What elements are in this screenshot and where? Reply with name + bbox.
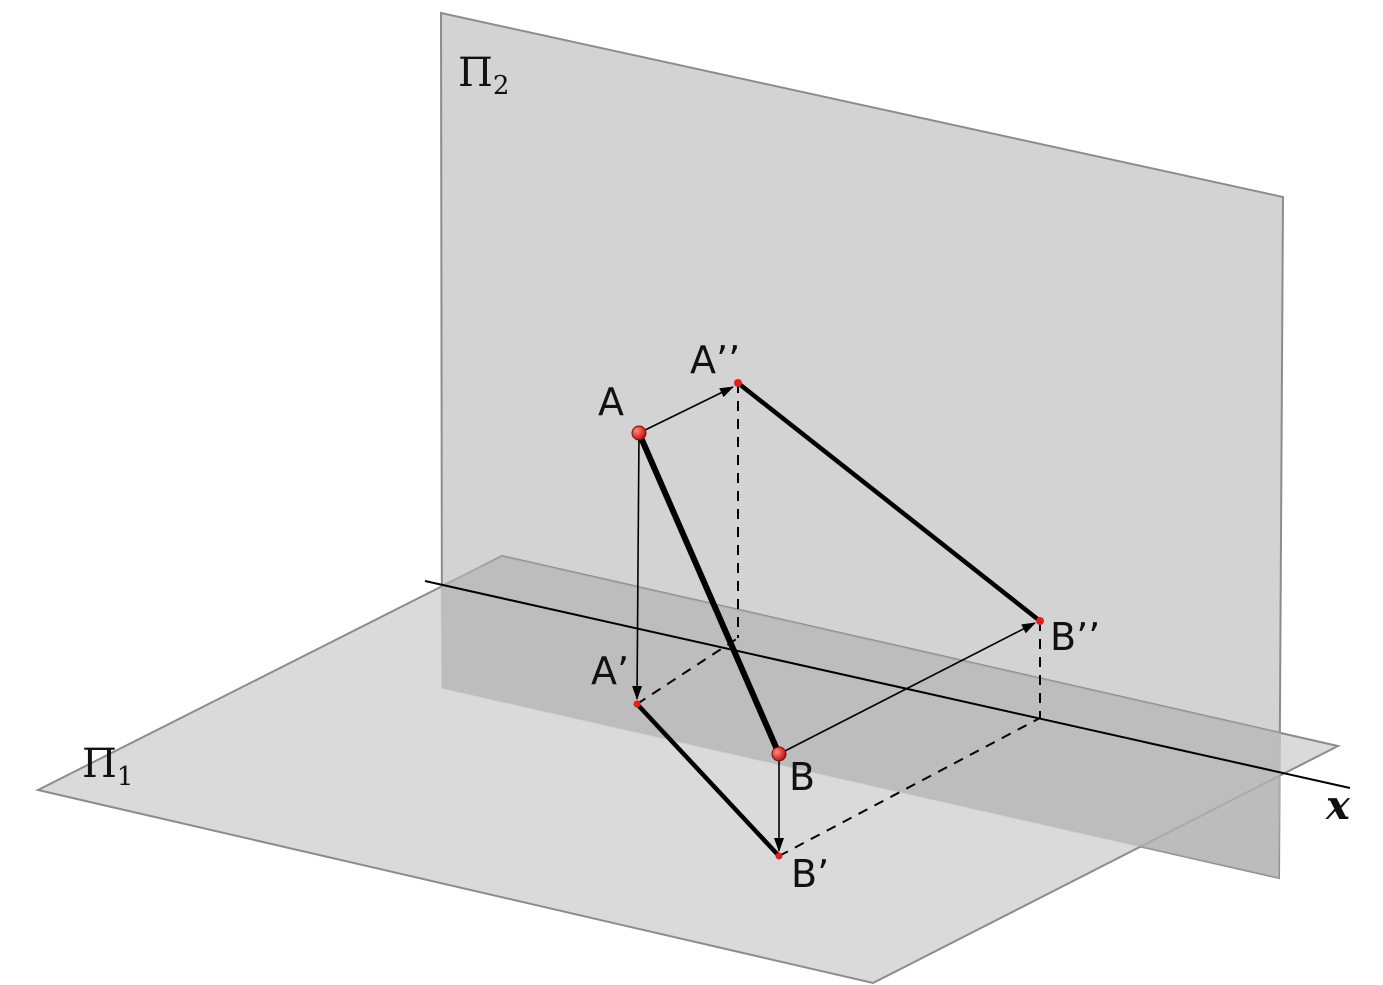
point-a bbox=[631, 425, 647, 441]
label-point-b: B bbox=[789, 755, 815, 799]
x-axis bbox=[424, 580, 1351, 789]
projection-arrows bbox=[632, 386, 1036, 852]
segment-a2b2 bbox=[735, 380, 1043, 624]
points bbox=[631, 379, 1044, 860]
label-axis-x: x bbox=[1325, 782, 1351, 829]
dashed-connectors bbox=[636, 383, 1041, 857]
plane-overlap-region bbox=[441, 556, 1281, 878]
label-plane-1: Π1 bbox=[82, 741, 133, 792]
dash-b1-axis bbox=[778, 717, 1041, 857]
dash-a1-axis bbox=[636, 637, 739, 705]
point-b2 bbox=[1036, 617, 1044, 625]
label-plane-2: Π2 bbox=[458, 50, 509, 101]
point-a2 bbox=[734, 379, 742, 387]
arrow-a-to-a2 bbox=[638, 386, 734, 434]
segment-ab bbox=[636, 430, 782, 757]
label-point-a2: A’’ bbox=[690, 338, 740, 382]
arrow-a-to-a1 bbox=[632, 432, 643, 700]
label-point-a1: A’ bbox=[591, 649, 629, 693]
point-a1 bbox=[633, 700, 641, 708]
label-point-a: A bbox=[598, 380, 624, 424]
segments bbox=[634, 380, 1043, 859]
label-point-b1: B’ bbox=[791, 852, 829, 896]
point-b bbox=[771, 746, 787, 762]
label-point-b2: B’’ bbox=[1050, 615, 1100, 659]
segment-a1b1 bbox=[634, 701, 782, 859]
point-b1 bbox=[775, 852, 783, 860]
arrow-b-to-b2 bbox=[778, 622, 1036, 755]
